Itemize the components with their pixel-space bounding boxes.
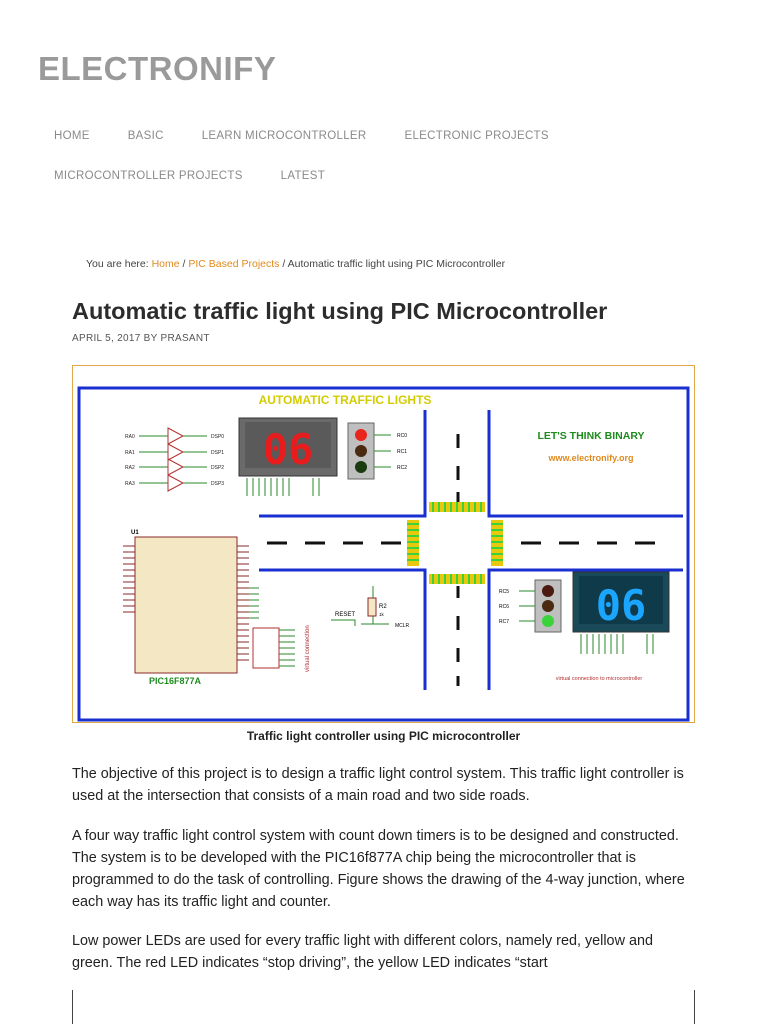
seven-segment-display-bottom: 06 (572, 571, 670, 654)
breadcrumb-separator: / (282, 258, 286, 270)
display-digits-bottom: 06 (596, 581, 647, 630)
lane-markings (267, 434, 655, 686)
breadcrumb-category-link[interactable]: PIC Based Projects (188, 258, 280, 270)
breadcrumb-current: Automatic traffic light using PIC Microc… (287, 258, 506, 270)
pin-label-dsp3: DSP3 (211, 481, 224, 487)
pin-label-rc2: RC2 (397, 465, 407, 471)
pin-label-dsp2: DSP2 (211, 465, 224, 471)
breadcrumb-prefix: You are here: (86, 258, 149, 270)
reset-label: RESET (335, 612, 355, 618)
nav-item-basic[interactable]: BASIC (127, 130, 164, 142)
circuit-diagram: AUTOMATIC TRAFFIC LIGHTS RA0 RA1 RA2 RA3… (77, 386, 690, 722)
pin-label-dsp1: DSP1 (211, 450, 224, 456)
pin-label-rc7: RC7 (499, 619, 509, 625)
display-digits-top: 06 (263, 425, 314, 474)
pin-label-ra2: RA2 (125, 465, 135, 471)
article-paragraph-3: Low power LEDs are used for every traffi… (72, 933, 653, 971)
virtual-connection-note: virtual connection to microcontroller (556, 676, 643, 682)
article-paragraph-2: A four way traffic light control system … (72, 828, 685, 910)
microcontroller-chip: U1 PIC16F877A (123, 530, 295, 686)
pin-label-ra1: RA1 (125, 450, 135, 456)
seven-segment-display-top: 06 (238, 417, 338, 496)
nav-item-latest[interactable]: LATEST (280, 170, 326, 182)
post-title: Automatic traffic light using PIC Microc… (72, 298, 608, 324)
breadcrumb-home-link[interactable]: Home (151, 258, 180, 270)
resistor-value: 1k (379, 612, 385, 617)
nav-item-microcontroller-projects[interactable]: MICROCONTROLLER PROJECTS (54, 170, 243, 182)
nav-item-electronic-projects[interactable]: ELECTRONIC PROJECTS (404, 130, 549, 142)
mclr-label: MCLR (395, 623, 410, 629)
main-navigation: HOME BASIC LEARN MICROCONTROLLER ELECTRO… (54, 130, 734, 182)
chip-reference: U1 (131, 530, 139, 536)
post-meta: APRIL 5, 2017 BY PRASANT (72, 333, 210, 344)
article-paragraph-1: The objective of this project is to desi… (72, 766, 684, 804)
zebra-crossings (407, 502, 503, 584)
pin-label-rc1: RC1 (397, 449, 407, 455)
figure-caption: Traffic light controller using PIC micro… (246, 729, 521, 743)
pin-label-rc5: RC5 (499, 589, 509, 595)
diagram-url: www.electronify.org (547, 453, 633, 463)
diagram-slogan: LET'S THINK BINARY (537, 430, 644, 442)
chip-name: PIC16F877A (149, 676, 202, 686)
content-right-rule (694, 990, 695, 1024)
site-title[interactable]: ELECTRONIFY (38, 50, 277, 87)
traffic-light-bottom: RC5 RC6 RC7 (499, 579, 562, 633)
breadcrumb: You are here: Home / PIC Based Projects … (86, 258, 505, 270)
circuit-figure: AUTOMATIC TRAFFIC LIGHTS RA0 RA1 RA2 RA3… (72, 365, 695, 723)
nav-item-home[interactable]: HOME (54, 130, 90, 142)
resistor-label: R2 (379, 604, 387, 610)
reset-circuit: RESET R2 1k MCLR virtual connection (305, 586, 410, 672)
traffic-light-top: RC0 RC1 RC2 (347, 422, 407, 480)
diagram-title: AUTOMATIC TRAFFIC LIGHTS (259, 393, 432, 407)
road-intersection (259, 410, 683, 690)
buffer-group: RA0 RA1 RA2 RA3 DSP0 DSP1 DSP2 DSP3 (125, 427, 224, 492)
nav-row-1: HOME BASIC LEARN MICROCONTROLLER ELECTRO… (54, 130, 734, 142)
content-left-rule (72, 990, 73, 1024)
pin-label-ra0: RA0 (125, 434, 135, 440)
breadcrumb-separator: / (182, 258, 186, 270)
pin-label-rc0: RC0 (397, 433, 407, 439)
pin-label-dsp0: DSP0 (211, 434, 224, 440)
virtual-connection-label: virtual connection (305, 625, 311, 672)
nav-item-learn-microcontroller[interactable]: LEARN MICROCONTROLLER (201, 130, 367, 142)
nav-row-2: MICROCONTROLLER PROJECTS LATEST (54, 170, 734, 182)
pin-label-rc6: RC6 (499, 604, 509, 610)
pin-label-ra3: RA3 (125, 481, 135, 487)
